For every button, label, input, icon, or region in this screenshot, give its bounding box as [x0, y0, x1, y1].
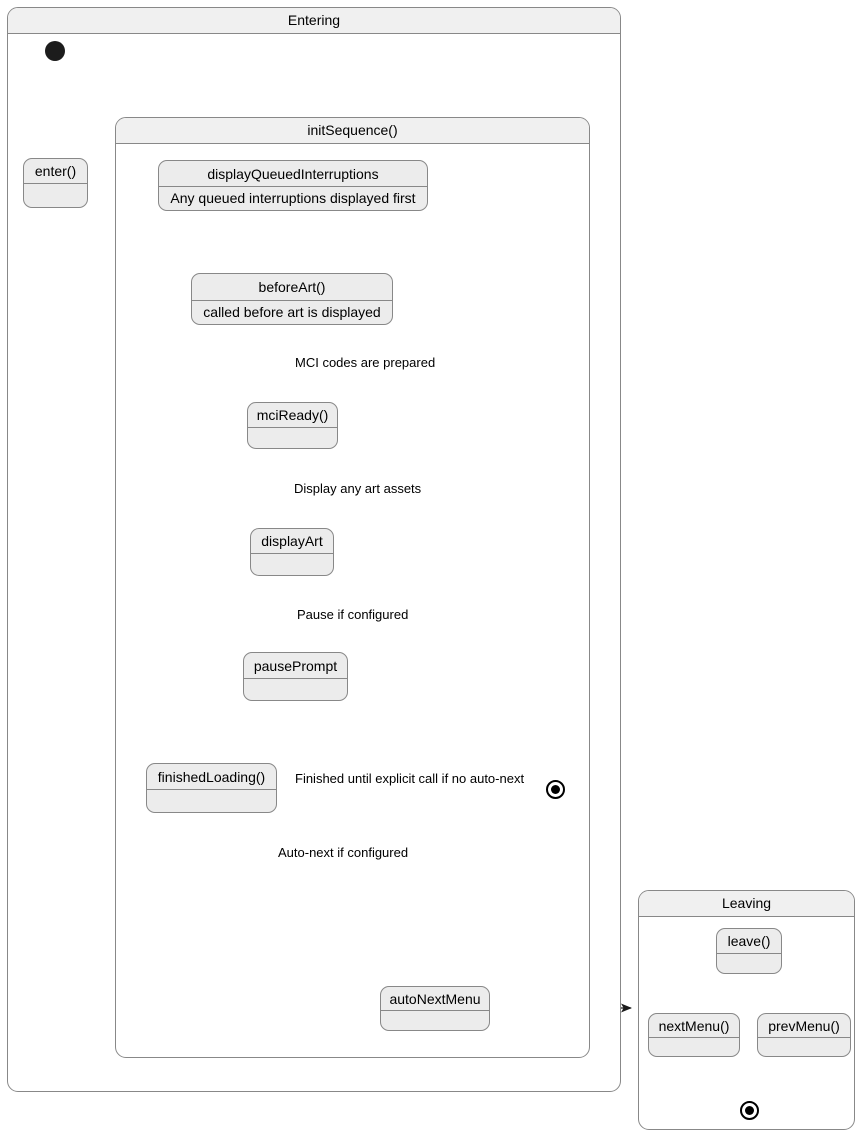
composite-state-entering-title: Entering — [8, 8, 620, 34]
state-nextmenu-name: nextMenu() — [649, 1014, 739, 1038]
state-autonextmenu[interactable]: autoNextMenu — [380, 986, 490, 1031]
initial-state-node — [45, 41, 65, 61]
state-finishedloading[interactable]: finishedLoading() — [146, 763, 277, 813]
state-displayart[interactable]: displayArt — [250, 528, 334, 576]
state-displayart-desc — [251, 554, 333, 575]
state-enter-name: enter() — [24, 159, 87, 184]
state-displayqueuedinterruptions[interactable]: displayQueuedInterruptions Any queued in… — [158, 160, 428, 211]
edge-label-auto-next-if-configured: Auto-next if configured — [278, 845, 409, 860]
final-state-node-entering — [546, 780, 565, 799]
state-beforeart-name: beforeArt() — [192, 274, 392, 301]
edge-label-finished-until-explicit: Finished until explicit call if no auto-… — [295, 771, 525, 786]
state-autonextmenu-name: autoNextMenu — [381, 987, 489, 1011]
state-prevmenu-name: prevMenu() — [758, 1014, 850, 1038]
state-nextmenu[interactable]: nextMenu() — [648, 1013, 740, 1057]
edge-label-display-art-assets: Display any art assets — [294, 481, 422, 496]
state-pauseprompt-desc — [244, 679, 347, 700]
composite-state-leaving[interactable]: Leaving — [638, 890, 855, 1130]
state-pauseprompt[interactable]: pausePrompt — [243, 652, 348, 701]
final-state-node-leaving — [740, 1101, 759, 1120]
state-displayqueuedinterruptions-desc: Any queued interruptions displayed first — [170, 190, 416, 206]
state-enter[interactable]: enter() — [23, 158, 88, 208]
state-prevmenu[interactable]: prevMenu() — [757, 1013, 851, 1057]
state-beforeart-desc: called before art is displayed — [203, 304, 381, 320]
state-mciready-desc — [248, 428, 337, 448]
state-leave-desc — [717, 954, 781, 973]
state-leave-name: leave() — [717, 929, 781, 954]
state-displayqueuedinterruptions-name: displayQueuedInterruptions — [159, 161, 427, 187]
state-finishedloading-name: finishedLoading() — [147, 764, 276, 790]
state-leave[interactable]: leave() — [716, 928, 782, 974]
state-displayart-name: displayArt — [251, 529, 333, 554]
composite-state-initsequence[interactable]: initSequence() — [115, 117, 590, 1058]
state-mciready[interactable]: mciReady() — [247, 402, 338, 449]
final-state-node-inner — [551, 785, 560, 794]
state-enter-desc — [24, 184, 87, 207]
state-mciready-name: mciReady() — [248, 403, 337, 428]
state-autonextmenu-desc — [381, 1011, 489, 1030]
final-state-node-leaving-inner — [745, 1106, 754, 1115]
state-prevmenu-desc — [758, 1038, 850, 1056]
state-beforeart[interactable]: beforeArt() called before art is display… — [191, 273, 393, 325]
edge-label-pause-if-configured: Pause if configured — [297, 607, 409, 622]
state-pauseprompt-name: pausePrompt — [244, 653, 347, 679]
composite-state-initsequence-title: initSequence() — [116, 118, 589, 144]
edge-label-mci-codes: MCI codes are prepared — [295, 355, 436, 370]
state-nextmenu-desc — [649, 1038, 739, 1056]
state-finishedloading-desc — [147, 790, 276, 812]
composite-state-leaving-title: Leaving — [639, 891, 854, 917]
